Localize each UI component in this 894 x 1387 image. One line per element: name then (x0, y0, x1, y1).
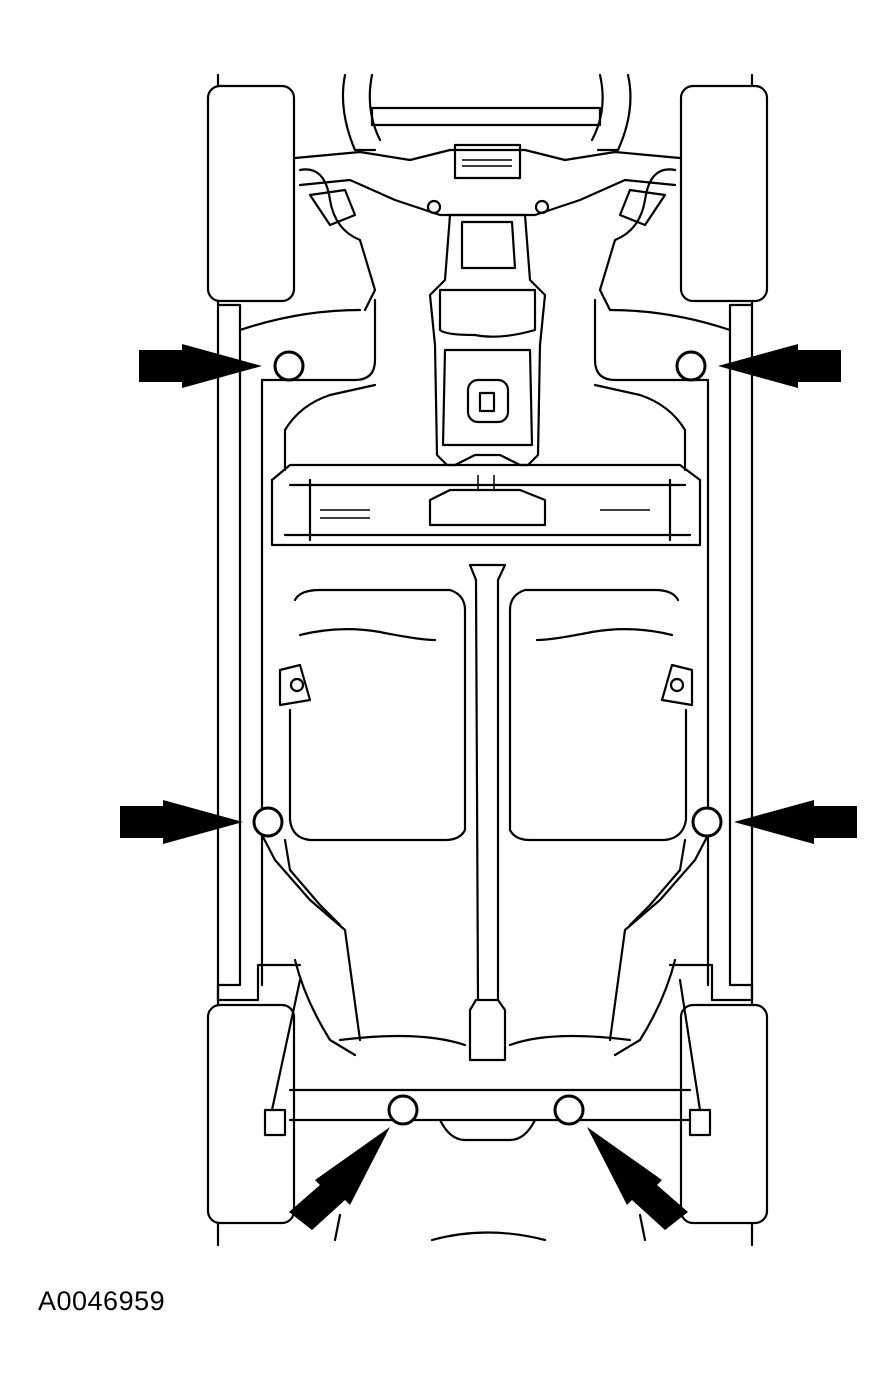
arrow-front-right-icon (718, 344, 841, 388)
floor-pan (260, 298, 710, 987)
body-outline (216, 73, 754, 1247)
transmission-tunnel (428, 213, 547, 467)
wheels (206, 84, 769, 1225)
lift-point-arrows (120, 344, 857, 1230)
lift-point-front-right (675, 350, 707, 382)
lift-point-rear-right (553, 1094, 585, 1126)
lift-point-middle-left (252, 806, 284, 838)
cross-member (270, 453, 702, 547)
rear-frame (260, 833, 710, 1142)
lift-point-markers (252, 350, 723, 1126)
front-subframe (238, 73, 732, 332)
arrow-rear-left-icon (289, 1127, 390, 1230)
figure-id-label: A0046959 (38, 1286, 166, 1316)
front-right-wheel (679, 84, 769, 303)
arrow-front-left-icon (139, 344, 262, 388)
rear-suspension (263, 978, 712, 1242)
driveshaft (468, 563, 507, 1062)
lift-point-rear-left (387, 1094, 419, 1126)
arrow-middle-right-icon (734, 800, 857, 844)
arrow-middle-left-icon (120, 800, 243, 844)
lift-point-middle-right (691, 806, 723, 838)
rear-left-wheel (206, 1003, 296, 1225)
floor-panels (278, 588, 694, 842)
front-left-wheel (206, 84, 296, 303)
arrow-rear-right-icon (587, 1127, 688, 1230)
lift-point-front-left (273, 350, 305, 382)
rear-right-wheel (679, 1003, 769, 1225)
